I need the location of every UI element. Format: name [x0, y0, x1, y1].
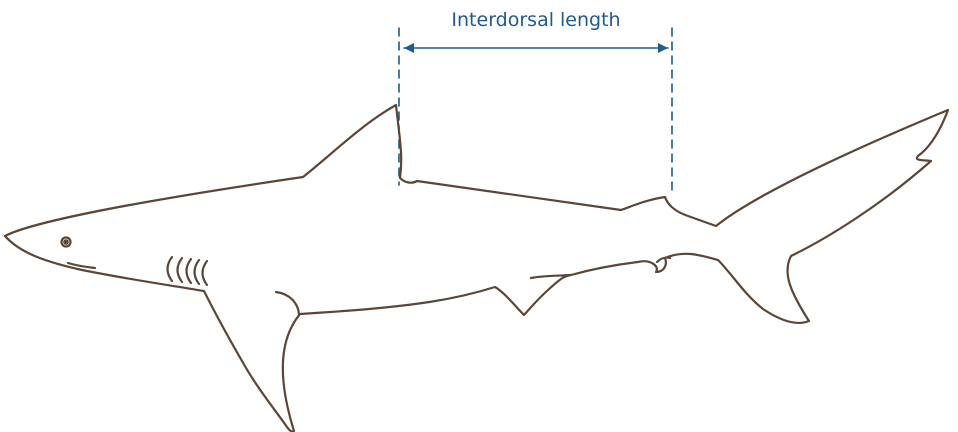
interdorsal-measurement — [399, 28, 672, 195]
interdorsal-length-label: Interdorsal length — [400, 8, 672, 32]
right-arrowhead-icon — [658, 43, 668, 53]
left-arrowhead-icon — [404, 43, 414, 53]
gill-slit-5 — [203, 261, 208, 285]
gill-slit-2 — [178, 258, 183, 282]
gill-slit-1 — [168, 257, 173, 281]
pectoral-fin-base — [276, 292, 299, 314]
gill-slit-4 — [195, 260, 200, 284]
shark-body-outline — [5, 105, 948, 432]
shark-pupil-icon — [64, 240, 67, 243]
anal-fin-detail — [657, 258, 670, 262]
gill-slit-3 — [187, 259, 192, 283]
shark-outline — [5, 105, 948, 432]
